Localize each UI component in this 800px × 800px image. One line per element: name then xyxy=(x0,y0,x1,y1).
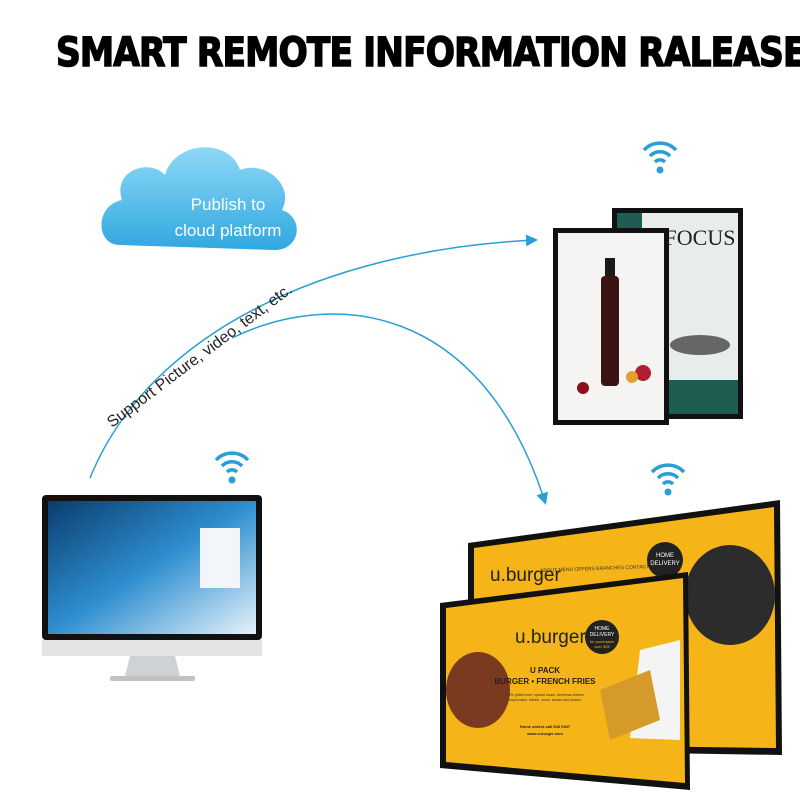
arrow-to-landscape-screens xyxy=(231,313,548,505)
landscape-screen-front: u.burger HOME DELIVERY for purchases ove… xyxy=(440,572,690,790)
front-headline-2: BURGER • FRENCH FRIES xyxy=(494,677,596,686)
desktop-monitor xyxy=(42,495,262,681)
page-title: SMART REMOTE INFORMATION RALEASE xyxy=(55,29,800,77)
wifi-icon xyxy=(214,451,250,484)
back-brand: u.burger xyxy=(490,565,561,586)
front-contact-2: www.u.burger.com xyxy=(526,731,563,736)
front-badge-2: DELIVERY xyxy=(590,632,615,638)
vertical-screen-front xyxy=(553,228,669,425)
curve-label: Support Picture, video, text, etc. xyxy=(104,281,295,431)
cloud-text-2: cloud platform xyxy=(175,221,282,240)
front-desc-2: mayonnaise, lettuce, onion, tomato and p… xyxy=(508,698,582,702)
front-headline-1: U PACK xyxy=(530,666,560,675)
back-nav: ABOUT MENU OFFERS BRANCHES CONTACT xyxy=(540,564,649,574)
arrow-to-vertical-screens xyxy=(89,234,538,479)
cloud-icon: Publish to cloud platform xyxy=(101,147,297,250)
focus-brand: FOCUS xyxy=(665,225,736,250)
back-badge-2: DELIVERY xyxy=(650,561,680,567)
back-badge-1: HOME xyxy=(656,553,674,559)
front-contact-1: Home orders call 543 0947 xyxy=(520,724,571,729)
wifi-icon xyxy=(650,463,686,498)
wifi-icon xyxy=(642,141,678,176)
cloud-text-1: Publish to xyxy=(191,195,266,214)
front-badge-4: over $25 xyxy=(594,644,610,649)
front-badge-3: for purchases xyxy=(590,639,614,644)
front-brand: u.burger xyxy=(515,627,586,648)
front-desc-1: 100% grilled beef, special sauce, Americ… xyxy=(505,693,585,697)
front-badge-1: HOME xyxy=(595,626,611,632)
